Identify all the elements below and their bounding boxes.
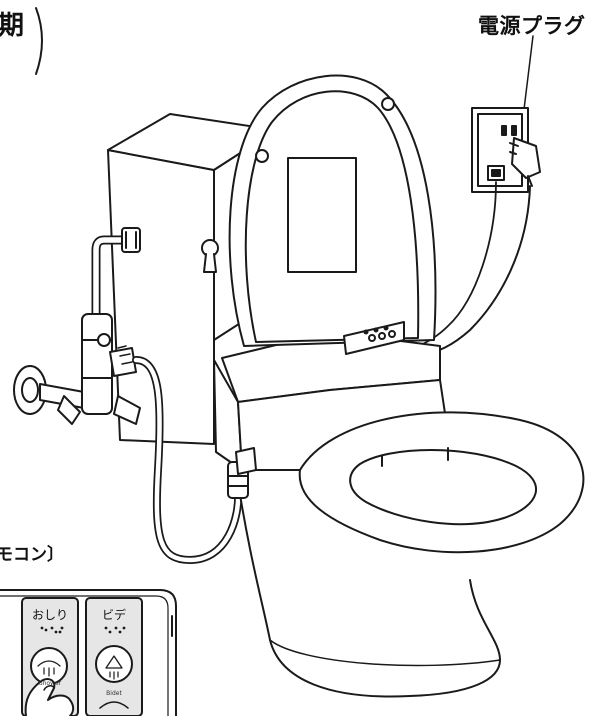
toilet-lid: [230, 76, 436, 346]
shower-button-label: おしり: [22, 606, 78, 623]
power-cord: [420, 186, 530, 356]
shower-button-english: Shower: [30, 680, 70, 687]
annotation-text: 期: [0, 5, 24, 42]
annotation-bracket: [36, 8, 42, 74]
remote-section-label: モコン〕: [0, 540, 64, 565]
power-plug-label: 電源プラグ: [478, 10, 586, 40]
bidet-button-label: ビデ: [86, 606, 142, 623]
bidet-button-english: Bidet: [94, 690, 134, 697]
